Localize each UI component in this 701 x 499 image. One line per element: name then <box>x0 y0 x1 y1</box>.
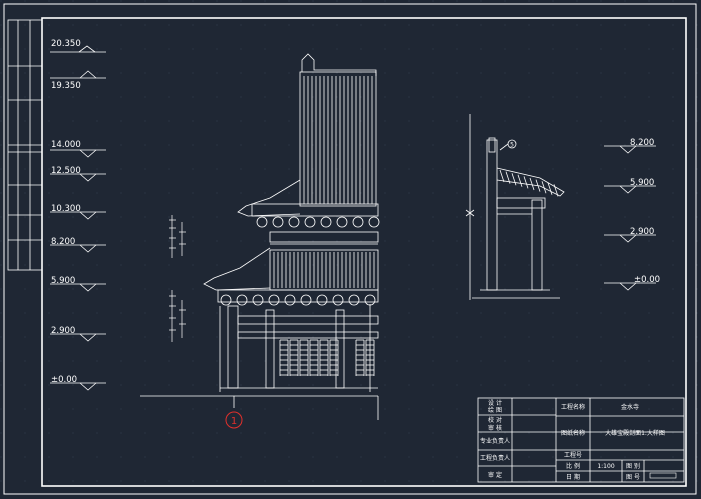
bracket-shape <box>320 216 332 228</box>
drawing-line <box>499 169 505 183</box>
tb-scale-label: 比 例 <box>566 462 580 470</box>
bracket-shape <box>288 216 300 228</box>
upper-roof-tiles <box>303 76 373 204</box>
title-block[interactable]: 设 计 绘 图 校 对 审 核 专业负责人 工程负责人 审 定 工程名称 金水寺… <box>477 397 685 483</box>
tb-date-label: 日 期 <box>566 473 580 481</box>
drawing-line <box>517 174 523 187</box>
bracket-shape <box>220 294 232 306</box>
right-elevation-marks: 8.200 5.900 2.900 ±0.00 <box>604 138 660 291</box>
detail-roof-tiles <box>499 169 559 197</box>
drawing-line <box>553 184 559 197</box>
level-mark[interactable]: ±0.00 <box>604 275 660 291</box>
bracket-shape <box>252 294 264 306</box>
level-label: 14.000 <box>51 140 81 150</box>
level-mark[interactable]: 5.900 <box>604 178 656 194</box>
lower-roof-tiles <box>273 252 375 288</box>
drawing-line <box>529 177 535 191</box>
level-label: 5.900 <box>630 178 654 188</box>
tb-drawing-name-label: 图纸名称 <box>561 429 585 437</box>
drawing-line <box>511 173 517 186</box>
drawing-line <box>505 171 511 184</box>
tb-sheet-label: 图 别 <box>626 462 640 470</box>
binding-strip <box>7 19 43 271</box>
bracket-shape <box>272 216 284 228</box>
lattice-doors <box>279 339 375 376</box>
bracket-shape <box>332 294 344 306</box>
upper-brackets <box>256 216 380 228</box>
level-mark[interactable]: ±0.00 <box>50 375 106 391</box>
bracket-shape <box>368 216 380 228</box>
detail-marker[interactable]: 5 <box>507 139 517 149</box>
bracket-shape <box>268 294 280 306</box>
level-mark[interactable]: 10.300 <box>50 204 106 220</box>
vertical-dimension-ticks <box>169 215 186 342</box>
tb-drawing-label: 绘 图 <box>488 406 502 414</box>
hall-section-elevation[interactable] <box>140 53 380 420</box>
level-mark[interactable]: 20.350 <box>50 39 106 53</box>
tb-drawing-name[interactable]: 大雄宝殿剖面1:大样图 <box>605 429 665 437</box>
tb-check-label: 校 对 <box>488 416 502 424</box>
level-mark[interactable]: 2.900 <box>604 227 656 243</box>
bracket-shape <box>348 294 360 306</box>
drawing-line <box>535 179 541 192</box>
level-label: 19.350 <box>51 81 81 91</box>
level-mark[interactable]: 12.500 <box>50 166 106 182</box>
bracket-shape <box>300 294 312 306</box>
bracket-shape <box>256 216 268 228</box>
tb-project-lead-label: 工程负责人 <box>480 454 510 462</box>
level-label: 8.200 <box>51 237 75 247</box>
level-mark[interactable]: 5.900 <box>50 276 106 292</box>
tb-sheet-no-label: 图 号 <box>626 474 640 481</box>
level-label: 12.500 <box>51 166 81 176</box>
bracket-shape <box>316 294 328 306</box>
level-mark[interactable]: 8.200 <box>604 138 656 154</box>
tb-sheet-no-box <box>649 472 677 479</box>
level-label: ±0.00 <box>51 375 77 385</box>
eave-detail-section[interactable] <box>465 114 565 300</box>
axis-marker[interactable]: 1 <box>225 411 243 429</box>
left-elevation-marks: 20.350 19.350 14.000 12.500 10.300 8.200 <box>50 39 106 391</box>
level-mark[interactable]: 8.200 <box>50 237 106 253</box>
tb-project-name[interactable]: 金水寺 <box>621 403 639 411</box>
level-label: 10.300 <box>51 204 81 214</box>
bracket-shape <box>236 294 248 306</box>
bracket-shape <box>352 216 364 228</box>
axis-marker-label: 1 <box>231 416 237 427</box>
drawing-line <box>547 182 553 195</box>
level-label: 2.900 <box>630 227 654 237</box>
level-mark[interactable]: 14.000 <box>50 140 106 158</box>
level-label: 2.900 <box>51 326 75 336</box>
tb-project-no-label: 工程号 <box>564 451 582 459</box>
tb-design-label: 设 计 <box>488 399 502 407</box>
bracket-shape <box>304 216 316 228</box>
lower-brackets <box>220 294 376 306</box>
tb-approve-label: 审 定 <box>488 471 502 479</box>
detail-marker-label: 5 <box>510 142 514 149</box>
tb-project-name-label: 工程名称 <box>561 403 585 411</box>
drawing-line <box>523 176 529 189</box>
bracket-shape <box>284 294 296 306</box>
drawing-line <box>541 181 547 194</box>
level-label: 5.900 <box>51 276 75 286</box>
level-label: 20.350 <box>51 39 81 49</box>
tb-discipline-lead-label: 专业负责人 <box>480 437 510 445</box>
level-label: ±0.00 <box>634 275 660 285</box>
tb-audit-label: 审 核 <box>488 424 502 432</box>
level-mark[interactable]: 19.350 <box>50 70 106 91</box>
tb-scale-value[interactable]: 1:100 <box>597 463 614 470</box>
level-label: 8.200 <box>630 138 654 148</box>
bracket-shape <box>336 216 348 228</box>
level-mark[interactable]: 2.900 <box>50 326 106 342</box>
